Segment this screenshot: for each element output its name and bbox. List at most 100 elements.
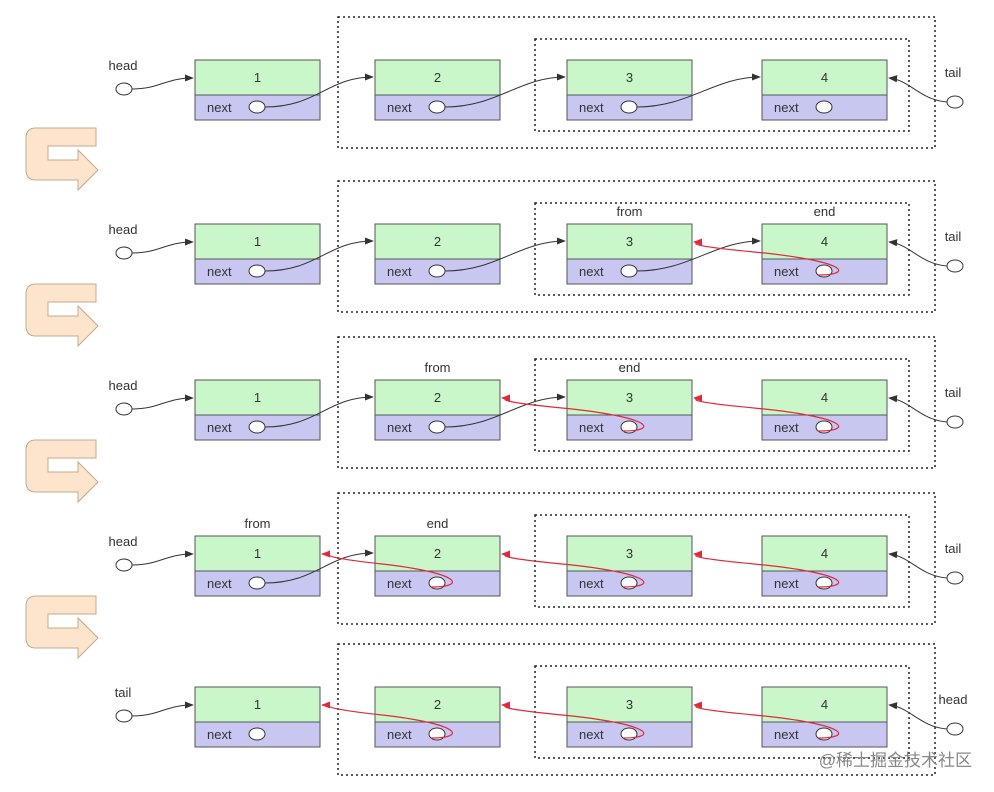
reversed-pointer-arrow xyxy=(693,394,840,432)
node-next-label: next xyxy=(207,576,232,591)
node-next-cell xyxy=(374,94,501,121)
left-pointer-circle xyxy=(115,709,133,723)
list-node: 2 next xyxy=(374,686,501,748)
node-value: 4 xyxy=(821,546,828,561)
outer-dotted-box xyxy=(337,180,936,313)
node-next-label: next xyxy=(387,576,412,591)
node-next-label: next xyxy=(774,727,799,742)
node-value: 3 xyxy=(626,546,633,561)
next-pointer-arrow xyxy=(264,393,374,428)
right-pointer-label: head xyxy=(939,692,968,707)
left-pointer-arrow xyxy=(131,74,194,90)
node-value: 3 xyxy=(626,234,633,249)
node-value: 2 xyxy=(434,697,441,712)
list-node: 1 next xyxy=(194,59,321,121)
right-pointer-arrow xyxy=(888,395,948,423)
next-pointer-circle xyxy=(428,264,446,278)
cursor-marker-label: from xyxy=(617,204,643,219)
reversed-pointer-arrow xyxy=(693,550,840,588)
node-next-label: next xyxy=(387,727,412,742)
node-value-cell xyxy=(374,379,501,416)
node-next-label: next xyxy=(774,420,799,435)
u-turn-arrow-icon xyxy=(25,595,99,660)
node-next-cell xyxy=(194,94,321,121)
node-value: 1 xyxy=(254,234,261,249)
reversed-pointer-arrow xyxy=(501,701,645,739)
next-pointer-arrow xyxy=(444,393,566,428)
right-pointer-label: tail xyxy=(945,229,962,244)
node-value: 2 xyxy=(434,390,441,405)
right-pointer-circle xyxy=(946,95,964,109)
node-value: 1 xyxy=(254,390,261,405)
next-pointer-arrow xyxy=(264,549,374,584)
next-pointer-arrow xyxy=(264,73,374,108)
node-next-label: next xyxy=(207,100,232,115)
node-value: 1 xyxy=(254,70,261,85)
left-pointer-label: head xyxy=(109,222,138,237)
node-value-cell xyxy=(566,379,693,416)
list-node: 1 next xyxy=(194,535,321,597)
node-next-label: next xyxy=(774,576,799,591)
node-value-cell xyxy=(566,59,693,96)
list-node: 1 next xyxy=(194,379,321,441)
cursor-marker-label: from xyxy=(245,516,271,531)
next-pointer-circle xyxy=(248,100,266,114)
u-turn-arrow-icon xyxy=(25,283,99,348)
node-next-label: next xyxy=(579,100,604,115)
node-next-label: next xyxy=(207,420,232,435)
right-pointer-label: tail xyxy=(945,65,962,80)
node-value-cell xyxy=(761,223,888,260)
node-next-label: next xyxy=(387,100,412,115)
node-value: 4 xyxy=(821,390,828,405)
left-pointer-label: head xyxy=(109,534,138,549)
left-pointer-label: tail xyxy=(115,685,132,700)
node-next-label: next xyxy=(774,100,799,115)
left-pointer-label: head xyxy=(109,378,138,393)
node-value-cell xyxy=(566,535,693,572)
watermark-text: @稀土掘金技术社区 xyxy=(819,751,972,770)
cursor-marker-label: end xyxy=(814,204,836,219)
right-pointer-circle xyxy=(946,259,964,273)
right-pointer-arrow xyxy=(888,75,948,103)
reversed-pointer-arrow xyxy=(693,238,840,276)
cursor-marker-label: from xyxy=(425,360,451,375)
left-pointer-arrow xyxy=(131,701,194,717)
next-pointer-circle xyxy=(428,100,446,114)
node-next-cell xyxy=(761,94,888,121)
next-pointer-circle xyxy=(248,420,266,434)
node-value-cell xyxy=(566,686,693,723)
next-pointer-circle xyxy=(620,100,638,114)
reversed-pointer-arrow xyxy=(693,701,840,739)
node-value: 2 xyxy=(434,546,441,561)
left-pointer-label: head xyxy=(109,58,138,73)
node-value: 4 xyxy=(821,234,828,249)
left-pointer-arrow xyxy=(131,238,194,254)
next-pointer-arrow xyxy=(636,237,761,272)
node-value: 1 xyxy=(254,546,261,561)
next-pointer-arrow xyxy=(264,237,374,272)
node-value-cell xyxy=(761,535,888,572)
node-value: 3 xyxy=(626,697,633,712)
outer-dotted-box xyxy=(337,16,936,149)
node-value: 4 xyxy=(821,70,828,85)
right-pointer-circle xyxy=(946,571,964,585)
inner-dotted-box xyxy=(534,38,910,132)
reversed-pointer-arrow xyxy=(321,701,453,739)
next-pointer-arrow xyxy=(444,237,566,272)
outer-dotted-box xyxy=(337,336,936,469)
transition-arrows xyxy=(25,127,99,660)
left-pointer-arrow xyxy=(131,550,194,566)
list-node: 4 next xyxy=(761,535,888,597)
node-next-label: next xyxy=(579,420,604,435)
